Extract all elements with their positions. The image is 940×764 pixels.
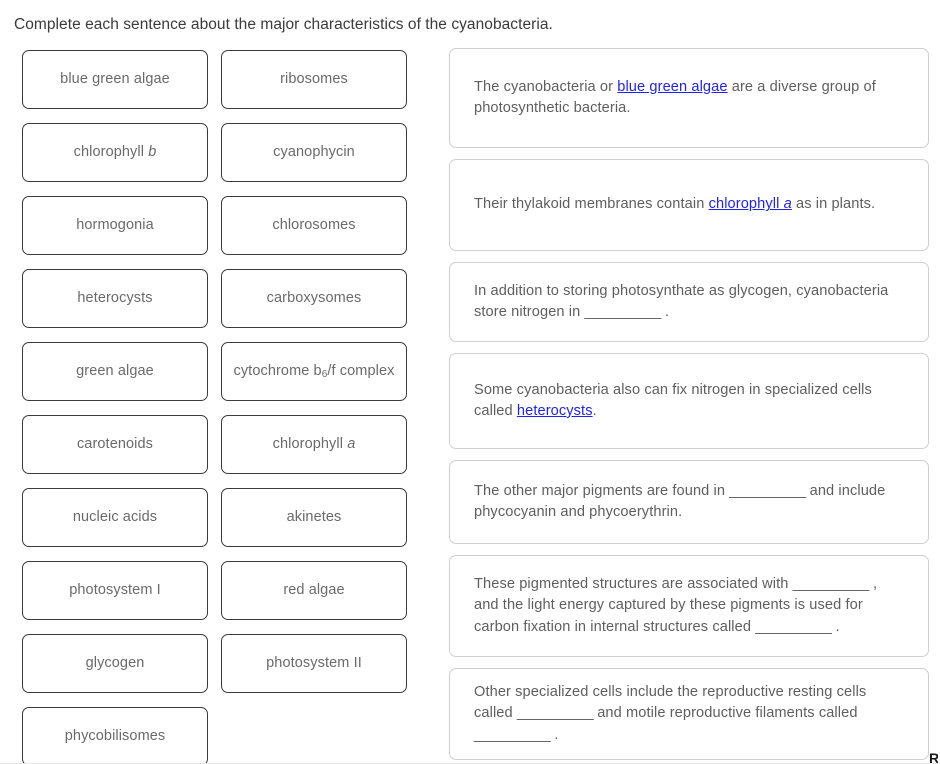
- term-tile-label: phycobilisomes: [64, 727, 166, 744]
- sentence-text: Other specialized cells include the repr…: [474, 684, 867, 743]
- term-tile-label: green algae: [76, 362, 154, 379]
- term-tile[interactable]: nucleic acids: [22, 488, 208, 547]
- term-tile[interactable]: hormogonia: [22, 196, 208, 255]
- page-title: Complete each sentence about the major c…: [14, 16, 553, 33]
- sentence-card-list: The cyanobacteria or blue green algae ar…: [449, 48, 929, 764]
- term-tile-label: red algae: [283, 581, 345, 598]
- term-tile-label: cyanophycin: [273, 143, 355, 160]
- sentence-text: In addition to storing photosynthate as …: [474, 282, 889, 320]
- sentence-text: These pigmented structures are associate…: [474, 576, 878, 635]
- term-tile[interactable]: chlorophyll a: [221, 415, 407, 474]
- term-tile[interactable]: ribosomes: [221, 50, 407, 109]
- term-tile-label: cytochrome b6/f complex: [233, 362, 395, 380]
- sentence-text: Some cyanobacteria also can fix nitrogen…: [474, 381, 872, 419]
- sentence-text: Their thylakoid membranes contain chloro…: [474, 196, 876, 213]
- answer-blank[interactable]: __________: [516, 705, 594, 722]
- term-tile[interactable]: red algae: [221, 561, 407, 620]
- sentence-card[interactable]: Other specialized cells include the repr…: [449, 668, 929, 760]
- term-tile[interactable]: photosystem I: [22, 561, 208, 620]
- term-column-b: ribosomes cyanophycin chlorosomes carboxyso…: [221, 50, 407, 707]
- answer-blank[interactable]: __________: [755, 618, 832, 635]
- sentence-card[interactable]: Some cyanobacteria also can fix nitrogen…: [449, 353, 929, 449]
- sentence-text: The other major pigments are found in __…: [474, 482, 886, 520]
- corner-glyph: R: [929, 750, 938, 764]
- term-tile[interactable]: carboxysomes: [221, 269, 407, 328]
- filled-answer-link[interactable]: heterocysts: [516, 403, 593, 419]
- sentence-text: The cyanobacteria or blue green algae ar…: [474, 78, 876, 116]
- term-tile-label: glycogen: [85, 654, 145, 671]
- term-tile-label: nucleic acids: [72, 508, 158, 525]
- term-tile[interactable]: heterocysts: [22, 269, 208, 328]
- term-tile[interactable]: phycobilisomes: [22, 707, 208, 764]
- term-tile-label: blue green algae: [60, 70, 170, 87]
- filled-answer-link[interactable]: blue green algae: [617, 78, 728, 95]
- term-tile[interactable]: akinetes: [221, 488, 407, 547]
- term-tile[interactable]: chlorosomes: [221, 196, 407, 255]
- term-tile-label: hormogonia: [76, 216, 154, 233]
- term-tile-label: heterocysts: [77, 289, 153, 306]
- term-tile[interactable]: green algae: [22, 342, 208, 401]
- term-tile[interactable]: photosystem II: [221, 634, 407, 693]
- term-tile-label: chlorophyll a: [272, 435, 356, 452]
- term-tile-bank: blue green algae chlorophyll b hormogonia h…: [0, 50, 430, 764]
- sentence-card[interactable]: The cyanobacteria or blue green algae ar…: [449, 48, 929, 148]
- answer-blank[interactable]: __________: [729, 482, 806, 499]
- term-tile[interactable]: chlorophyll b: [22, 123, 208, 182]
- sentence-card[interactable]: These pigmented structures are associate…: [449, 555, 929, 657]
- answer-blank[interactable]: __________: [792, 576, 870, 593]
- term-column-a: blue green algae chlorophyll b hormogonia h…: [22, 50, 208, 764]
- answer-blank[interactable]: __________: [474, 726, 551, 743]
- term-tile[interactable]: cytochrome b6/f complex: [221, 342, 407, 401]
- term-tile-label: photosystem II: [266, 654, 362, 671]
- term-tile[interactable]: cyanophycin: [221, 123, 407, 182]
- term-tile-label: carboxysomes: [266, 289, 362, 306]
- term-tile-label: akinetes: [286, 508, 342, 525]
- sentence-card[interactable]: Their thylakoid membranes contain chloro…: [449, 159, 929, 251]
- term-tile-label: carotenoids: [76, 435, 154, 452]
- filled-answer-link[interactable]: chlorophyll a: [708, 196, 792, 213]
- term-tile[interactable]: blue green algae: [22, 50, 208, 109]
- answer-blank[interactable]: __________: [584, 304, 662, 320]
- term-tile[interactable]: carotenoids: [22, 415, 208, 474]
- term-tile[interactable]: glycogen: [22, 634, 208, 693]
- sentence-card[interactable]: In addition to storing photosynthate as …: [449, 262, 929, 342]
- term-tile-label: chlorosomes: [272, 216, 356, 233]
- term-tile-label: chlorophyll b: [73, 143, 157, 160]
- term-tile-label: photosystem I: [69, 581, 161, 598]
- sentence-card[interactable]: The other major pigments are found in __…: [449, 460, 929, 544]
- term-tile-label: ribosomes: [280, 70, 348, 87]
